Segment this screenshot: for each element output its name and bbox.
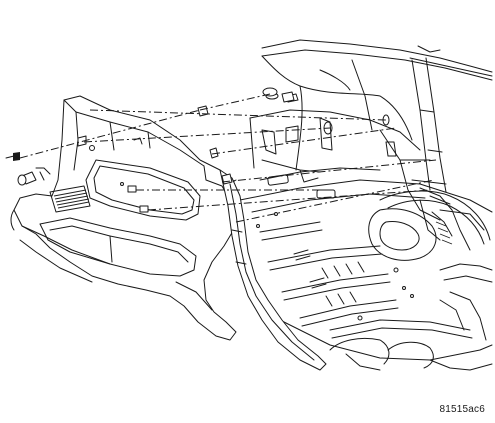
push-pin-fastener — [17, 167, 51, 186]
screw-left — [5, 152, 20, 161]
cargo-floor-pan — [235, 167, 493, 371]
quarter-trim-panel — [10, 95, 327, 371]
fasteners — [5, 87, 390, 213]
figure-code-label: 81515ac6 — [439, 404, 485, 415]
vehicle-body-structure — [249, 39, 493, 245]
alignment-leader-lines — [19, 93, 437, 223]
